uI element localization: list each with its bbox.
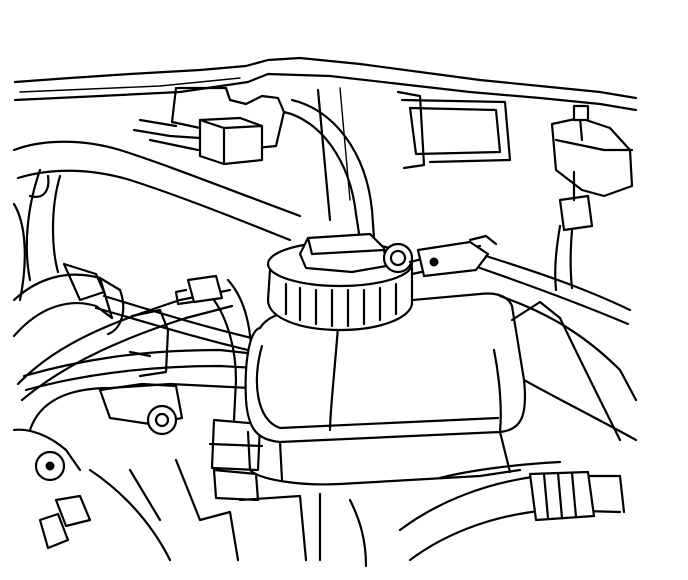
lower-left-assembly	[12, 428, 202, 562]
reservoir-cap	[266, 232, 414, 332]
lower-hose	[12, 262, 234, 402]
vacuum-line	[282, 98, 376, 242]
bolt-head-icon	[146, 404, 178, 436]
firewall-panel	[316, 87, 512, 222]
mounting-bracket	[98, 308, 184, 436]
relay-module	[132, 86, 286, 166]
hood-cowl-edge	[13, 56, 638, 112]
level-sensor-connector-icon	[382, 242, 414, 274]
brake-lines	[22, 294, 262, 432]
air-intake-duct	[12, 140, 302, 302]
firewall-connector	[550, 104, 634, 292]
reservoir-feed-hose	[174, 274, 264, 502]
corrugated-hose	[398, 470, 626, 562]
engine-cover-right	[438, 294, 638, 480]
bottom-center-parts	[198, 492, 368, 568]
